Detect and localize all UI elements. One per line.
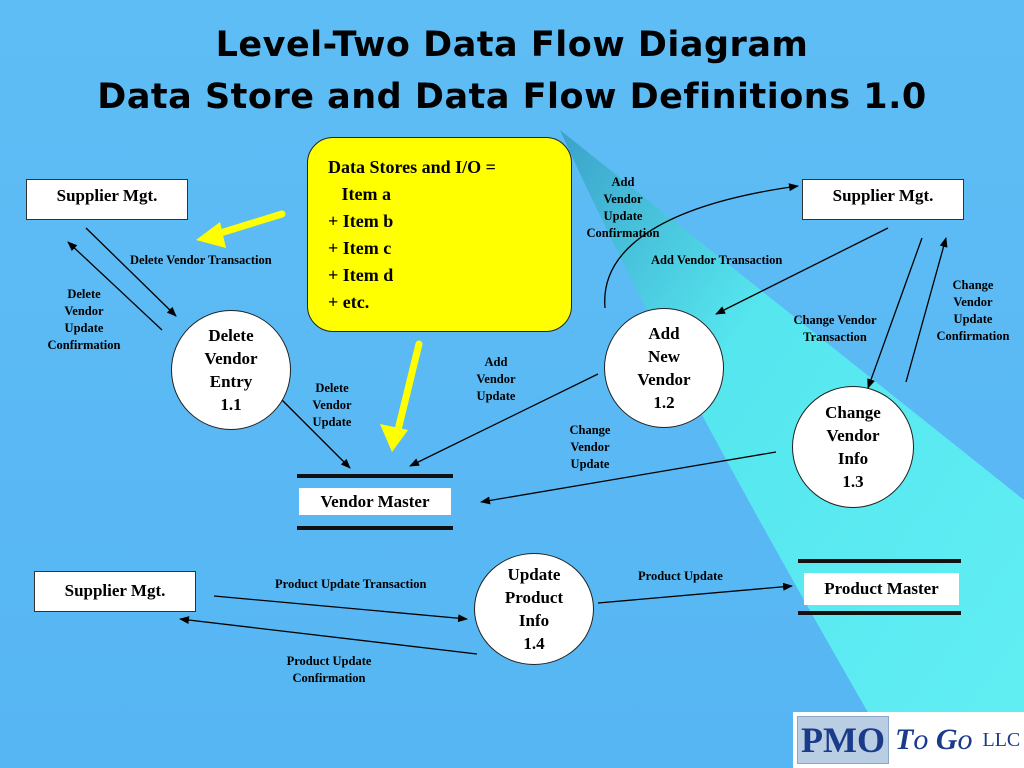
label-line: Vendor bbox=[476, 372, 516, 386]
logo-letter: T bbox=[894, 723, 914, 756]
process-label: Update bbox=[507, 565, 561, 584]
page-title-line1: Level-Two Data Flow Diagram bbox=[215, 25, 809, 65]
store-product-master: Product Master bbox=[798, 559, 961, 615]
note-line: + Item d bbox=[328, 265, 394, 285]
process-id: 1.4 bbox=[523, 634, 545, 653]
label-line: Update bbox=[64, 321, 104, 335]
process-add-new-vendor: Add New Vendor 1.2 bbox=[604, 308, 724, 428]
process-label: Add bbox=[648, 324, 680, 343]
flow-delete-vendor-transaction-arrow bbox=[85, 227, 177, 317]
note-line: Item a bbox=[328, 184, 391, 204]
label-line: Vendor bbox=[64, 304, 104, 318]
flow-delete-confirmation-arrow bbox=[67, 241, 163, 331]
label-line: Transaction bbox=[803, 330, 867, 344]
label-change-vendor-update: Change Vendor Update bbox=[560, 422, 620, 473]
label-line: Delete bbox=[67, 287, 101, 301]
label-line: Vendor bbox=[570, 440, 610, 454]
label-line: Vendor bbox=[603, 192, 643, 206]
flow-add-vendor-transaction-arrow bbox=[715, 227, 889, 315]
label-change-vendor-transaction: Change Vendor Transaction bbox=[784, 312, 886, 346]
entity-supplier-mgt-bottom: Supplier Mgt. bbox=[34, 571, 196, 612]
data-stores-note: Data Stores and I/O = Item a + Item b + … bbox=[307, 137, 572, 332]
flow-add-vendor-update-arrow bbox=[409, 373, 599, 467]
logo-letter: o bbox=[957, 723, 973, 756]
note-line: + etc. bbox=[328, 292, 370, 312]
flow-delete-vendor-update-arrow bbox=[281, 399, 351, 469]
label-add-vendor-update: Add Vendor Update bbox=[468, 354, 524, 405]
process-id: 1.1 bbox=[220, 395, 242, 414]
note-line: + Item b bbox=[328, 211, 394, 231]
label-add-vendor-transaction: Add Vendor Transaction bbox=[651, 253, 783, 267]
label-delete-vendor-update-confirmation: Delete Vendor Update Confirmation bbox=[40, 286, 128, 354]
label-line: Delete bbox=[315, 381, 349, 395]
process-id: 1.2 bbox=[653, 393, 675, 412]
process-delete-vendor-entry: Delete Vendor Entry 1.1 bbox=[171, 310, 291, 430]
note-line: + Item c bbox=[328, 238, 392, 258]
label-line: Update bbox=[570, 457, 610, 471]
label-add-vendor-update-confirmation: Add Vendor Update Confirmation bbox=[580, 174, 666, 242]
store-label: Vendor Master bbox=[299, 488, 451, 515]
label-delete-vendor-transaction: Delete Vendor Transaction bbox=[130, 253, 272, 267]
label-line: Confirmation bbox=[292, 671, 366, 685]
label-line: Change bbox=[952, 278, 994, 292]
label-product-update-transaction: Product Update Transaction bbox=[275, 577, 427, 591]
label-line: Change Vendor bbox=[793, 313, 877, 327]
process-label: Delete bbox=[208, 326, 254, 345]
flow-add-confirmation-arrow bbox=[604, 183, 799, 309]
pmo-to-go-logo: PMO To Go LLC bbox=[793, 712, 1024, 768]
label-line: Update bbox=[312, 415, 352, 429]
flow-change-vendor-update-arrow bbox=[480, 451, 777, 505]
label-line: Change bbox=[569, 423, 611, 437]
store-label: Product Master bbox=[804, 573, 959, 605]
label-line: Confirmation bbox=[936, 329, 1010, 343]
process-id: 1.3 bbox=[842, 472, 864, 491]
label-line: Vendor bbox=[312, 398, 352, 412]
logo-letter: o bbox=[913, 723, 936, 756]
logo-pmo: PMO bbox=[797, 716, 889, 764]
page-title-line2: Data Store and Data Flow Definitions 1.0 bbox=[97, 77, 927, 117]
logo-to-go: To Go bbox=[895, 723, 973, 757]
label-product-update-confirmation: Product Update Confirmation bbox=[274, 653, 384, 687]
process-label: New bbox=[647, 347, 681, 366]
pointer-arrow-down bbox=[380, 340, 423, 452]
label-change-vendor-update-confirmation: Change Vendor Update Confirmation bbox=[930, 277, 1016, 345]
process-change-vendor-info: Change Vendor Info 1.3 bbox=[792, 386, 914, 508]
label-line: Confirmation bbox=[586, 226, 660, 240]
process-update-product-info: Update Product Info 1.4 bbox=[474, 553, 594, 665]
process-label: Product bbox=[504, 588, 564, 607]
label-line: Update bbox=[476, 389, 516, 403]
label-line: Add bbox=[611, 175, 635, 189]
flow-product-update-arrow bbox=[597, 582, 793, 604]
label-line: Add bbox=[484, 355, 508, 369]
entity-supplier-mgt-right: Supplier Mgt. bbox=[802, 179, 964, 220]
flow-product-update-transaction-arrow bbox=[213, 595, 468, 623]
entity-supplier-mgt-left: Supplier Mgt. bbox=[26, 179, 188, 220]
process-label: Info bbox=[518, 611, 550, 630]
label-product-update: Product Update bbox=[638, 569, 723, 583]
note-line: Data Stores and I/O = bbox=[328, 157, 496, 177]
flow-change-confirmation-arrow bbox=[905, 237, 948, 383]
store-vendor-master: Vendor Master bbox=[297, 474, 453, 530]
label-line: Vendor bbox=[953, 295, 993, 309]
process-label: Vendor bbox=[826, 426, 880, 445]
process-label: Vendor bbox=[637, 370, 691, 389]
label-line: Update bbox=[953, 312, 993, 326]
logo-llc: LLC bbox=[982, 728, 1021, 751]
pointer-arrow-left bbox=[196, 210, 286, 248]
flow-product-update-confirmation-arrow bbox=[179, 616, 478, 655]
process-label: Entry bbox=[209, 372, 253, 391]
label-line: Confirmation bbox=[47, 338, 121, 352]
label-delete-vendor-update: Delete Vendor Update bbox=[304, 380, 360, 431]
label-line: Update bbox=[603, 209, 643, 223]
process-label: Info bbox=[837, 449, 869, 468]
flow-change-vendor-transaction-arrow bbox=[867, 237, 923, 389]
process-label: Vendor bbox=[204, 349, 258, 368]
logo-letter: G bbox=[935, 723, 958, 756]
process-label: Change bbox=[825, 403, 881, 422]
label-line: Product Update bbox=[286, 654, 372, 668]
